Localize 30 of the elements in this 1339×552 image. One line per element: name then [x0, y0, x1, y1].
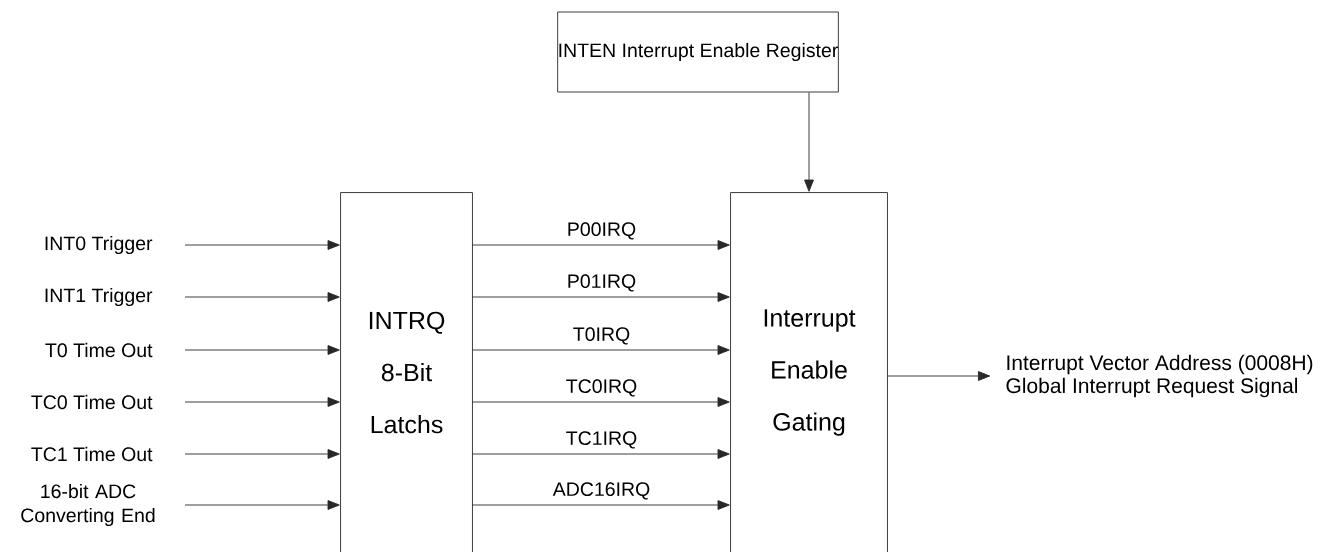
arrow [184, 240, 340, 250]
edge-label: P01IRQ [565, 273, 638, 293]
arrow [887, 371, 991, 381]
input-label: TC1 Time Out [31, 446, 153, 462]
arrow [472, 292, 730, 302]
arrow [472, 500, 730, 510]
arrow [472, 397, 730, 407]
register-box: INTEN Interrupt Enable Register [557, 11, 839, 93]
arrow [184, 292, 340, 302]
input-label: 16-bit ADC Converting End [21, 483, 155, 527]
input-label: INT0 Trigger [45, 235, 153, 255]
arrow [472, 449, 730, 459]
output-label: Interrupt Vector Address (0008H) Global Interrupt Request Signal [1006, 354, 1313, 398]
arrow [472, 240, 730, 250]
edge-label: TC0IRQ [564, 378, 639, 398]
input-label: INT1 Trigger [45, 287, 153, 307]
edge-label: P00IRQ [565, 221, 638, 241]
arrow [184, 500, 340, 510]
arrow [804, 92, 814, 192]
arrow [184, 449, 340, 459]
input-label: T0 Time Out [45, 342, 153, 358]
edge-label: T0IRQ [571, 326, 632, 346]
edge-label: ADC16IRQ [551, 481, 652, 501]
block-box: INTRQ 8-Bit Latchs [340, 192, 473, 552]
arrow [184, 397, 340, 407]
edge-label: TC1IRQ [564, 430, 639, 450]
arrow [184, 345, 340, 355]
arrow [472, 345, 730, 355]
block-box: Interrupt Enable Gating [730, 192, 888, 552]
input-label: TC0 Time Out [31, 394, 153, 410]
